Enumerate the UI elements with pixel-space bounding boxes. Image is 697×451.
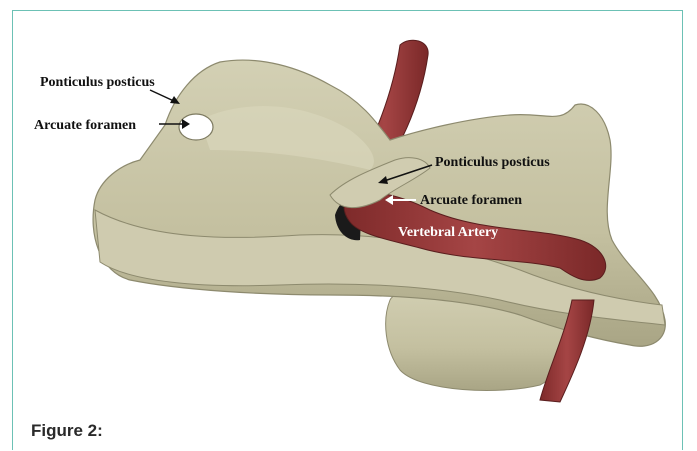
label-arcuate-right: Arcuate foramen bbox=[420, 193, 522, 208]
label-vertebral-artery: Vertebral Artery bbox=[398, 225, 498, 240]
arrow-ponticulus-left bbox=[150, 90, 180, 104]
figure-caption: Figure 2: bbox=[31, 421, 103, 441]
label-ponticulus-right: Ponticulus posticus bbox=[435, 155, 550, 170]
label-ponticulus-left: Ponticulus posticus bbox=[40, 75, 155, 90]
label-arcuate-left: Arcuate foramen bbox=[34, 118, 136, 133]
